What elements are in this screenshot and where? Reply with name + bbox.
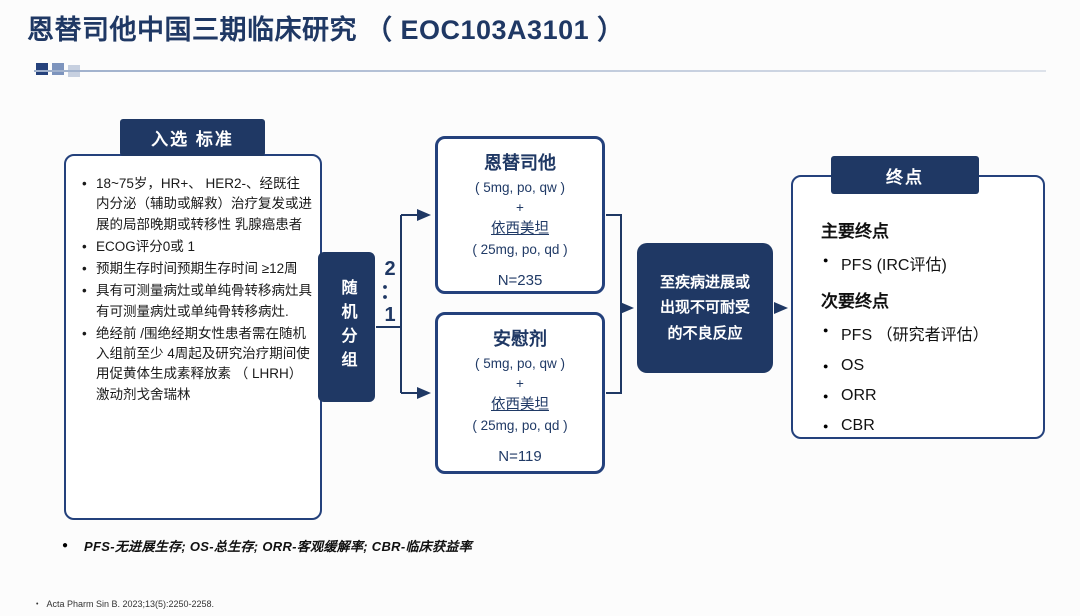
- inclusion-item: 18~75岁，HR+、 HER2-、经既往内分泌（辅助或解救）治疗复发或进展的局…: [78, 174, 312, 235]
- arm-second-dose: ( 25mg, po, qd ): [472, 418, 568, 434]
- inclusion-item: 具有可测量病灶或单纯骨转移病灶具有可测量病灶或单纯骨转移病灶.: [78, 281, 312, 322]
- primary-endpoint-list: PFS (IRC评估): [821, 251, 1033, 275]
- inclusion-criteria-panel: 18~75岁，HR+、 HER2-、经既往内分泌（辅助或解救）治疗复发或进展的局…: [64, 154, 322, 520]
- ratio-separator: ：: [380, 281, 400, 303]
- decor-square-dark: [36, 63, 48, 75]
- connector-armtop-merge: [606, 214, 622, 308]
- endpoint-item: PFS (IRC评估): [821, 251, 1033, 275]
- inclusion-criteria-header: 入选 标准: [120, 119, 265, 156]
- arm-second-drug: 依西美坦: [491, 220, 549, 237]
- endpoints-panel: 主要终点 PFS (IRC评估) 次要终点 PFS （研究者评估） OS ORR…: [791, 175, 1045, 439]
- secondary-endpoint-label: 次要终点: [821, 292, 889, 311]
- arm-second-dose: ( 25mg, po, qd ): [472, 242, 568, 258]
- endpoints-header: 终点: [831, 156, 979, 194]
- footnote-bullet-icon: ●: [62, 540, 69, 551]
- treatment-until-progression-box: 至疾病进展或 出现不可耐受 的不良反应: [637, 243, 773, 373]
- arm-dose: ( 5mg, po, qw ): [474, 356, 566, 371]
- arm-drug-name: 安慰剂: [493, 329, 547, 349]
- citation: • Acta Pharm Sin B. 2023;13(5):2250-2258…: [36, 599, 214, 609]
- footnote-text: PFS-无进展生存; OS-总生存; ORR-客观缓解率; CBR-临床获益率: [84, 539, 473, 554]
- inclusion-item: 绝经前 /围绝经期女性患者需在随机入组前至少 4周起及研究治疗期间使用促黄体生成…: [78, 324, 312, 405]
- page-title: 恩替司他中国三期临床研究 （ EOC103A3101 ）: [27, 15, 625, 45]
- citation-bullet-icon: •: [36, 600, 39, 608]
- plus-sign: +: [516, 376, 524, 392]
- arm-sample-size: N=235: [497, 271, 543, 289]
- endpoint-item: CBR: [821, 417, 1033, 435]
- citation-text: Acta Pharm Sin B. 2023;13(5):2250-2258.: [46, 599, 215, 609]
- arm-second-drug: 依西美坦: [491, 396, 549, 413]
- decor-square-medium: [52, 63, 64, 75]
- arm-dose: ( 5mg, po, qw ): [474, 180, 566, 195]
- endpoint-item: PFS （研究者评估）: [821, 321, 1033, 345]
- progression-line: 至疾病进展或: [659, 273, 750, 291]
- abbreviations-footnote: ● PFS-无进展生存; OS-总生存; ORR-客观缓解率; CBR-临床获益…: [62, 536, 472, 555]
- progression-line: 的不良反应: [667, 324, 743, 342]
- endpoint-item: OS: [821, 357, 1033, 375]
- primary-endpoint-label: 主要终点: [821, 222, 889, 241]
- treatment-arm-placebo: 安慰剂 ( 5mg, po, qw ) + 依西美坦 ( 25mg, po, q…: [435, 312, 605, 474]
- arm-drug-name: 恩替司他: [484, 153, 556, 173]
- arm-sample-size: N=119: [498, 447, 542, 465]
- randomization-label: 随机分组: [338, 279, 356, 375]
- inclusion-criteria-list: 18~75岁，HR+、 HER2-、经既往内分泌（辅助或解救）治疗复发或进展的局…: [78, 174, 312, 405]
- treatment-arm-entinostat: 恩替司他 ( 5mg, po, qw ) + 依西美坦 ( 25mg, po, …: [435, 136, 605, 294]
- randomization-box: 随机分组: [318, 252, 375, 402]
- progression-line: 出现不可耐受: [659, 299, 750, 317]
- ratio-denominator: 1: [384, 304, 396, 326]
- title-divider: [34, 70, 1046, 72]
- connector-armbottom-merge: [606, 308, 622, 394]
- inclusion-item: ECOG评分0或 1: [78, 237, 312, 258]
- plus-sign: +: [516, 200, 524, 216]
- secondary-endpoint-list: PFS （研究者评估） OS ORR CBR: [821, 321, 1033, 435]
- inclusion-item: 预期生存时间预期生存时间 ≥12周: [78, 259, 312, 280]
- randomization-ratio: 2 ： 1: [377, 258, 403, 327]
- endpoint-item: ORR: [821, 387, 1033, 405]
- ratio-numerator: 2: [384, 258, 396, 280]
